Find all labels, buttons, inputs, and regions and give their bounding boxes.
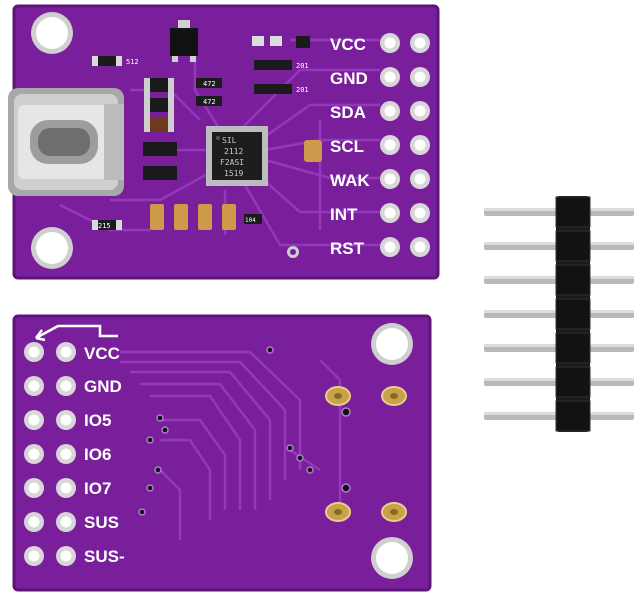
bottom-mounting-hole-br xyxy=(371,537,413,579)
bottom-label-sus-minus: SUS- xyxy=(84,547,125,566)
code-512: 512 xyxy=(126,58,139,66)
top-component-codes: 512 472 472 201 201 104 215 xyxy=(98,58,309,230)
bottom-label-io6: IO6 xyxy=(84,445,111,464)
header-pin-5 xyxy=(484,332,634,364)
bottom-pin-labels: VCC GND IO5 IO6 IO7 SUS SUS- xyxy=(84,344,125,566)
bottom-pad-1-5 xyxy=(56,512,76,532)
top-pad-1-0 xyxy=(410,33,430,53)
bottom-label-io5: IO5 xyxy=(84,411,111,430)
top-pad-0-4 xyxy=(380,169,400,189)
chip-line-4: 1519 xyxy=(224,169,243,178)
header-pin-6 xyxy=(484,366,634,398)
chip-line-3: F2ASI xyxy=(220,158,244,167)
bottom-pad-0-1 xyxy=(24,376,44,396)
header-pin-2 xyxy=(484,230,634,262)
bottom-label-gnd: GND xyxy=(84,377,122,396)
bottom-pad-1-6 xyxy=(56,546,76,566)
bottom-vias xyxy=(138,346,351,516)
usb-c-connector xyxy=(8,88,124,196)
top-mounting-hole-tl xyxy=(31,12,73,54)
pin-header-strip xyxy=(484,196,634,432)
top-pcb-board: 512 472 472 201 201 104 215 SIL 2112 F2A… xyxy=(8,4,440,280)
top-pad-1-1 xyxy=(410,67,430,87)
top-pad-0-2 xyxy=(380,101,400,121)
top-pad-1-5 xyxy=(410,203,430,223)
bottom-pad-0-4 xyxy=(24,478,44,498)
top-label-wak: WAK xyxy=(330,171,370,190)
bottom-pad-1-1 xyxy=(56,376,76,396)
header-pin-1 xyxy=(484,196,634,228)
bottom-board-traces xyxy=(120,350,342,540)
top-pad-0-5 xyxy=(380,203,400,223)
top-label-scl: SCL xyxy=(330,137,364,156)
top-pin-labels: VCC GND SDA SCL WAK INT RST xyxy=(330,35,370,258)
top-pad-0-0 xyxy=(380,33,400,53)
top-pad-0-6 xyxy=(380,237,400,257)
code-472-b: 472 xyxy=(203,98,216,106)
main-ic-chip: SIL 2112 F2ASI 1519 xyxy=(206,126,268,186)
top-pad-1-6 xyxy=(410,237,430,257)
bottom-pad-1-4 xyxy=(56,478,76,498)
bottom-pad-1-2 xyxy=(56,410,76,430)
top-label-vcc: VCC xyxy=(330,35,366,54)
header-pin-7 xyxy=(484,400,634,432)
header-pin-4 xyxy=(484,298,634,330)
bottom-mounting-hole-tr xyxy=(371,323,413,365)
bottom-pad-1-0 xyxy=(56,342,76,362)
top-passive-components xyxy=(92,20,322,230)
top-label-rst: RST xyxy=(330,239,365,258)
top-pad-1-4 xyxy=(410,169,430,189)
top-label-gnd: GND xyxy=(330,69,368,88)
bottom-pad-1-3 xyxy=(56,444,76,464)
bottom-pcb-board: VCC GND IO5 IO6 IO7 SUS SUS- xyxy=(12,314,432,592)
header-pin-3 xyxy=(484,264,634,296)
top-pad-0-3 xyxy=(380,135,400,155)
code-201-b: 201 xyxy=(296,86,309,94)
bottom-pad-0-5 xyxy=(24,512,44,532)
code-104: 104 xyxy=(245,217,256,224)
top-pad-0-1 xyxy=(380,67,400,87)
bottom-label-io7: IO7 xyxy=(84,479,111,498)
chip-line-2: 2112 xyxy=(224,147,243,156)
top-pad-1-3 xyxy=(410,135,430,155)
bottom-pad-0-6 xyxy=(24,546,44,566)
bottom-pad-0-0 xyxy=(24,342,44,362)
bottom-pad-0-3 xyxy=(24,444,44,464)
code-201-a: 201 xyxy=(296,62,309,70)
top-pin-pads xyxy=(380,33,430,257)
bottom-pin-pads xyxy=(24,342,76,566)
top-mounting-hole-bl xyxy=(31,227,73,269)
orientation-arrow xyxy=(35,324,118,340)
code-215: 215 xyxy=(98,222,111,230)
top-pad-1-2 xyxy=(410,101,430,121)
chip-line-1: SIL xyxy=(222,136,237,145)
code-472-a: 472 xyxy=(203,80,216,88)
bottom-label-sus: SUS xyxy=(84,513,119,532)
bottom-label-vcc: VCC xyxy=(84,344,120,363)
bottom-pad-0-2 xyxy=(24,410,44,430)
top-label-int: INT xyxy=(330,205,358,224)
top-label-sda: SDA xyxy=(330,103,366,122)
